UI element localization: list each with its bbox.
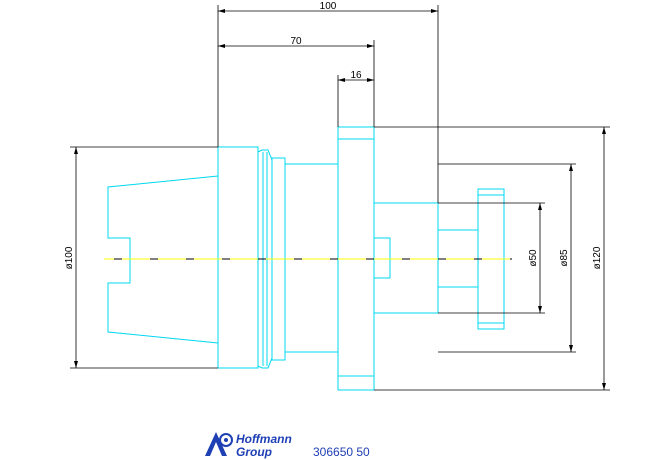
part-number: 306650 50 (313, 445, 370, 459)
dim-label-70: 70 (290, 36, 302, 47)
drive-key (373, 237, 391, 279)
dim-label-100: 100 (320, 1, 337, 12)
dim-label-d100: ø100 (64, 246, 75, 269)
brand-line1: Hoffmann (236, 432, 292, 446)
front-body (373, 202, 439, 314)
dim-label-16: 16 (350, 70, 362, 81)
dim-label-d50: ø50 (528, 249, 539, 267)
brand-line2: Group (236, 445, 272, 459)
main-body (284, 163, 339, 353)
brand-logo: Hoffmann Group (205, 432, 292, 459)
logo-mark-icon (205, 432, 233, 456)
dim-label-d120: ø120 (592, 246, 603, 269)
shank-collar (217, 146, 259, 369)
dimension-lines (70, 5, 610, 391)
dim-label-d85: ø85 (559, 249, 570, 267)
taper-internal (107, 175, 219, 344)
arrowheads (74, 9, 606, 390)
